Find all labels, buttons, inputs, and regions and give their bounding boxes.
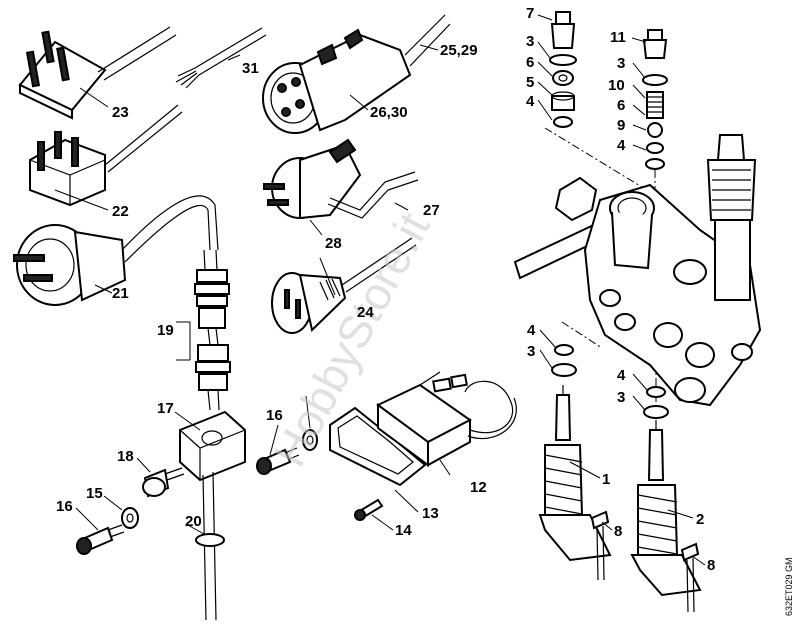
label-7: 7	[526, 5, 534, 22]
part-18-rubber-foot	[142, 467, 185, 498]
label-26-30: 26,30	[370, 104, 408, 121]
part-23-plug	[18, 26, 177, 120]
label-19: 19	[157, 322, 174, 339]
part-16-screw-right	[256, 447, 300, 475]
lower-valve-rings	[551, 344, 669, 419]
label-23: 23	[112, 104, 129, 121]
part-19-cable-gland	[194, 249, 231, 411]
label-15-left: 15	[86, 485, 103, 502]
label-1: 1	[602, 471, 610, 488]
label-4-lower-left: 4	[527, 322, 536, 339]
part-20-cable	[195, 471, 225, 621]
label-25-29: 25,29	[440, 42, 478, 59]
part-12-electronic-module	[376, 371, 517, 467]
label-10: 10	[608, 77, 625, 94]
part-16-screw-left	[76, 524, 125, 555]
label-20: 20	[185, 513, 202, 530]
label-3-stack-left: 3	[526, 33, 534, 50]
part-labels: 23 31 22 21 19 17 18 15 16 20 16 12 13 1…	[56, 5, 715, 574]
label-22: 22	[112, 203, 129, 220]
label-24: 24	[357, 304, 374, 321]
label-28: 28	[325, 235, 342, 252]
part-21-plug	[13, 195, 219, 306]
part-15-lock-washer	[121, 507, 139, 529]
part-22-plug	[29, 104, 183, 207]
label-16-left: 16	[56, 498, 73, 515]
label-16-right: 16	[266, 407, 283, 424]
label-8-left: 8	[614, 523, 622, 540]
drawing-code: 632ET029 GM	[784, 557, 794, 616]
part-17-bracket	[179, 410, 246, 482]
label-3-stack-right: 3	[617, 55, 625, 72]
label-12: 12	[470, 479, 487, 496]
label-4-stack-right: 4	[617, 137, 626, 154]
stack-left-rings	[549, 54, 577, 128]
part-2-piston	[630, 420, 702, 597]
label-6-stack-right: 6	[617, 97, 625, 114]
label-2: 2	[696, 511, 704, 528]
label-3-lower-right: 3	[617, 389, 625, 406]
label-31: 31	[242, 60, 259, 77]
label-8-right: 8	[707, 557, 715, 574]
label-3-lower-left: 3	[527, 343, 535, 360]
label-6-stack-left: 6	[526, 54, 534, 71]
part-7-nipple	[550, 11, 576, 49]
leader-lines	[54, 14, 706, 566]
label-27: 27	[423, 202, 440, 219]
label-13: 13	[422, 505, 439, 522]
part-31-cable	[175, 27, 267, 89]
label-21: 21	[112, 285, 129, 302]
part-25-29-cable	[404, 14, 451, 67]
part-15-washer-right	[302, 429, 318, 451]
label-9: 9	[617, 117, 625, 134]
part-11-nipple	[642, 29, 668, 59]
label-5: 5	[526, 74, 534, 91]
label-11: 11	[610, 29, 626, 46]
label-4-stack-left: 4	[526, 93, 535, 110]
label-17: 17	[157, 400, 174, 417]
label-18: 18	[117, 448, 134, 465]
part-13-gasket	[329, 406, 427, 487]
pump-housing	[513, 134, 762, 407]
stack-right-rings	[642, 74, 668, 170]
part-14-screw	[354, 498, 384, 521]
label-4-lower-right: 4	[617, 367, 626, 384]
part-26-30-connector	[262, 28, 412, 134]
part-24-plug	[271, 237, 417, 334]
label-14: 14	[395, 522, 412, 539]
part-8-screws	[590, 510, 700, 613]
part-1-piston	[538, 385, 612, 562]
part-28-plug	[263, 138, 419, 220]
